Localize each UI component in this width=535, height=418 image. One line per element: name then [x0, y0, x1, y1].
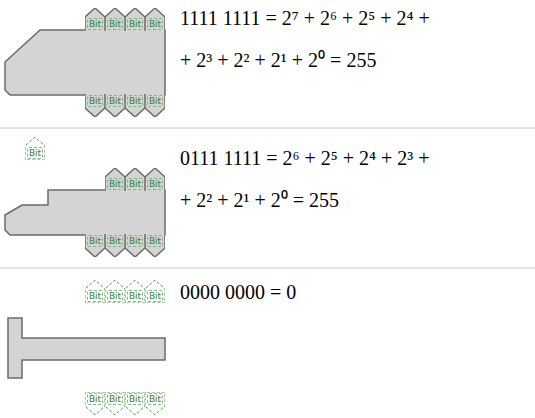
- bit-shape: [125, 94, 145, 117]
- bit-label: Bit: [107, 18, 123, 30]
- bit-shape: [145, 234, 165, 257]
- bit-label: Bit: [107, 95, 123, 107]
- bit-label: Bit: [87, 235, 103, 247]
- bit-shape: [145, 94, 165, 117]
- bit-shape: [125, 280, 145, 303]
- bit-shape: [85, 94, 105, 117]
- bit-shape: [145, 280, 165, 303]
- bit-label: Bit: [147, 178, 163, 190]
- bit-tooth: Bit: [125, 168, 145, 191]
- binary-formula: 0111 1111 = 2⁶ + 2⁵ + 2⁴ + 2³ +: [180, 146, 430, 170]
- bit-tooth: Bit: [145, 392, 165, 415]
- bit-shape: [145, 8, 165, 31]
- bit-label: Bit: [87, 393, 103, 405]
- bit-label: Bit: [127, 95, 143, 107]
- bit-tooth: Bit: [25, 137, 45, 160]
- bit-tooth: Bit: [105, 234, 125, 257]
- bit-label: Bit: [107, 393, 123, 405]
- binary-formula: 0000 0000 = 0: [180, 280, 296, 304]
- bit-tooth: Bit: [105, 94, 125, 117]
- bit-shape: [145, 168, 165, 191]
- bit-shape: [85, 234, 105, 257]
- bit-label: Bit: [147, 393, 163, 405]
- bit-shape: [145, 392, 165, 415]
- bit-tooth: Bit: [125, 94, 145, 117]
- bit-label: Bit: [127, 235, 143, 247]
- row-divider: [0, 268, 535, 269]
- bit-label: Bit: [147, 95, 163, 107]
- bit-label: Bit: [127, 290, 143, 302]
- bit-label: Bit: [87, 18, 103, 30]
- binary-formula: + 2² + 2¹ + 2⁰ = 255: [180, 188, 339, 212]
- bit-label: Bit: [87, 290, 103, 302]
- bit-shape: [125, 392, 145, 415]
- bit-tooth: Bit: [125, 234, 145, 257]
- bit-label: Bit: [107, 290, 123, 302]
- bit-label: Bit: [107, 178, 123, 190]
- bit-shape: [105, 392, 125, 415]
- bit-shape: [105, 8, 125, 31]
- bit-label: Bit: [107, 235, 123, 247]
- binary-formula: 1111 1111 = 2⁷ + 2⁶ + 2⁵ + 2⁴ +: [180, 6, 430, 30]
- bit-shape: [125, 8, 145, 31]
- bit-shape: [85, 392, 105, 415]
- bit-label: Bit: [27, 147, 43, 159]
- bit-shape: [105, 234, 125, 257]
- bit-tooth: Bit: [85, 94, 105, 117]
- bit-label: Bit: [87, 95, 103, 107]
- bit-label: Bit: [147, 18, 163, 30]
- bit-tooth: Bit: [85, 392, 105, 415]
- byte-body: [8, 318, 165, 378]
- bit-label: Bit: [147, 235, 163, 247]
- bit-tooth: Bit: [125, 392, 145, 415]
- bit-label: Bit: [127, 393, 143, 405]
- row-divider: [0, 128, 535, 129]
- bit-tooth: Bit: [105, 392, 125, 415]
- bit-shape: [85, 280, 105, 303]
- bit-tooth: Bit: [105, 280, 125, 303]
- bit-tooth: Bit: [145, 168, 165, 191]
- bit-tooth: Bit: [85, 234, 105, 257]
- bit-shape: [125, 168, 145, 191]
- bit-shape: [105, 94, 125, 117]
- bit-shape: [85, 8, 105, 31]
- bit-tooth: Bit: [125, 8, 145, 31]
- bit-label: Bit: [147, 290, 163, 302]
- byte-body: [5, 190, 165, 235]
- bit-tooth: Bit: [85, 280, 105, 303]
- bit-tooth: Bit: [145, 280, 165, 303]
- bit-shape: [125, 234, 145, 257]
- bit-label: Bit: [127, 18, 143, 30]
- bit-shape: [105, 168, 125, 191]
- bit-tooth: Bit: [125, 280, 145, 303]
- bit-label: Bit: [127, 178, 143, 190]
- binary-formula: + 2³ + 2² + 2¹ + 2⁰ = 255: [180, 48, 376, 72]
- bit-shape: [105, 280, 125, 303]
- bit-tooth: Bit: [145, 8, 165, 31]
- bit-tooth: Bit: [145, 234, 165, 257]
- bit-tooth: Bit: [105, 168, 125, 191]
- byte-body: [5, 30, 165, 95]
- bit-tooth: Bit: [105, 8, 125, 31]
- bit-shape: [25, 137, 45, 160]
- bit-tooth: Bit: [145, 94, 165, 117]
- bit-tooth: Bit: [85, 8, 105, 31]
